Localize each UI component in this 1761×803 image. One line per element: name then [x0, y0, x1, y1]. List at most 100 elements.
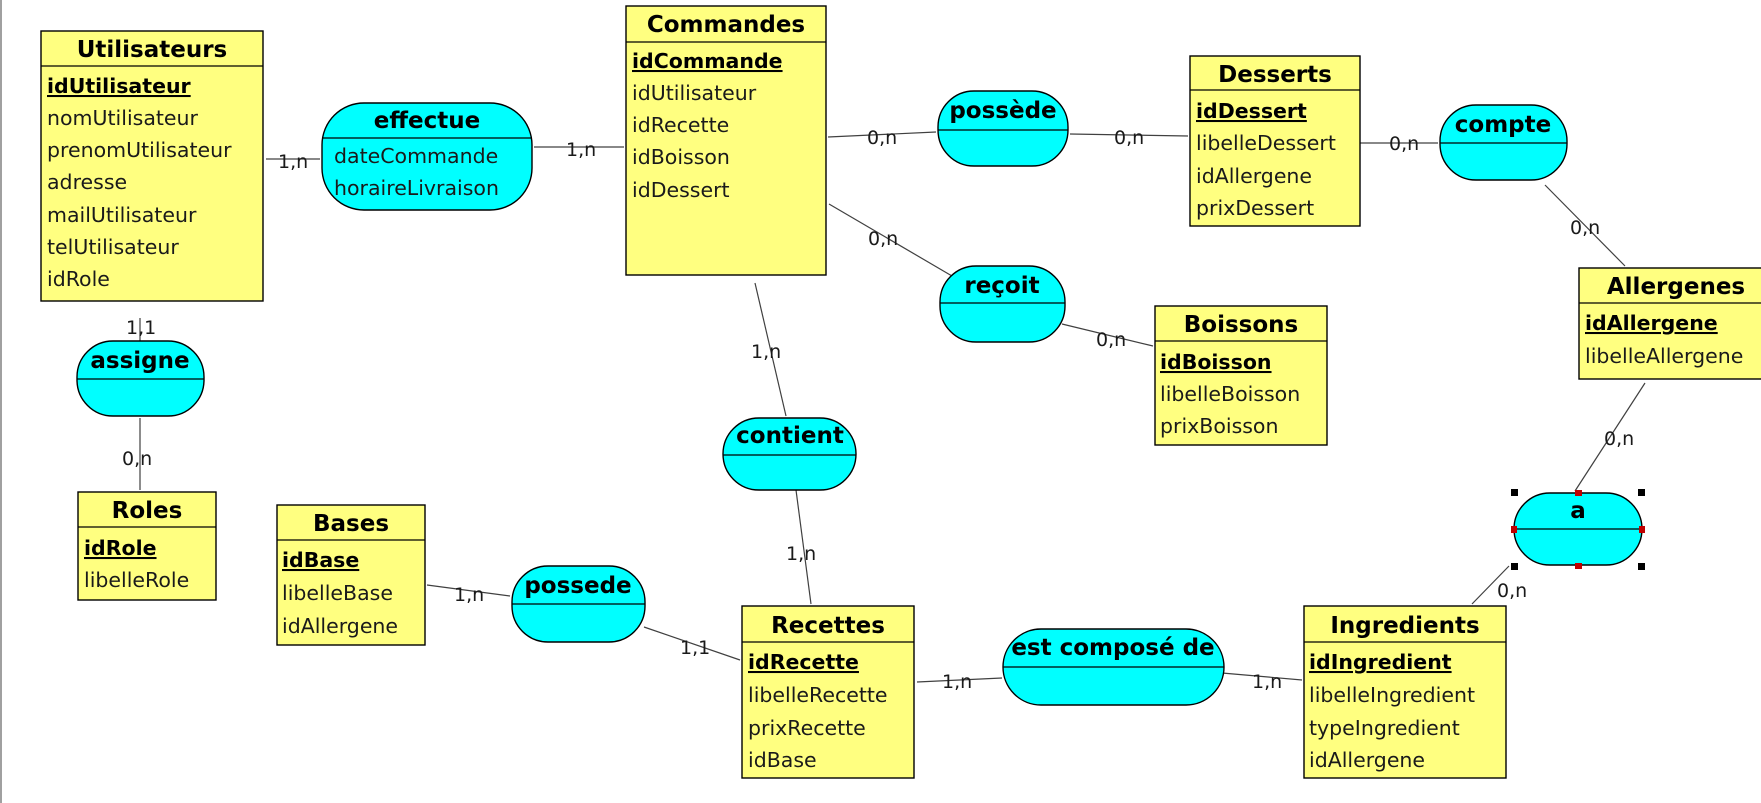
cardinality-label: 1,n	[942, 671, 972, 693]
association-contient[interactable]: contient	[722, 417, 857, 491]
entity-attribute: idBoisson	[632, 145, 730, 169]
association-recoit[interactable]: reçoit	[939, 265, 1066, 343]
entity-attribute: idAllergene	[282, 614, 398, 638]
entity-bases[interactable]: Bases idBase libelleBase idAllergene	[276, 504, 426, 646]
entity-title: Ingredients	[1330, 613, 1479, 639]
cardinality-label: 1,n	[1252, 671, 1282, 693]
entity-attribute: libelleAllergene	[1585, 344, 1743, 368]
entity-key: idUtilisateur	[47, 74, 192, 98]
link-contient-recettes	[795, 489, 812, 605]
entity-attribute: idRole	[47, 267, 110, 291]
entity-title: Commandes	[647, 12, 805, 38]
cardinality-label: 0,n	[1604, 428, 1634, 450]
cardinality-label: 0,n	[1570, 217, 1600, 239]
connection-handle[interactable]	[1575, 563, 1582, 569]
connection-handle[interactable]	[1511, 526, 1517, 533]
entity-attribute: prenomUtilisateur	[47, 138, 232, 162]
entity-attribute: prixRecette	[748, 716, 866, 740]
association-est-compose-de[interactable]: est composé de	[1002, 628, 1225, 706]
entity-attribute: prixBoisson	[1160, 414, 1278, 438]
entity-title: Allergenes	[1607, 274, 1745, 300]
cardinality-label: 1,n	[786, 543, 816, 565]
entity-title: Utilisateurs	[77, 37, 228, 63]
association-attribute: dateCommande	[334, 144, 498, 168]
entity-attribute: libelleRole	[84, 568, 189, 592]
association-title: reçoit	[964, 273, 1039, 299]
cardinality-label: 1,n	[566, 139, 596, 161]
resize-handle[interactable]	[1511, 563, 1518, 570]
association-title: compte	[1455, 112, 1551, 138]
link-commandes-contient	[754, 282, 787, 417]
entity-attribute: libelleIngredient	[1309, 683, 1475, 707]
entity-attribute: libelleBoisson	[1160, 382, 1300, 406]
entity-attribute: nomUtilisateur	[47, 106, 199, 130]
entity-attribute: typeIngredient	[1309, 716, 1460, 740]
entity-title: Roles	[112, 498, 183, 524]
entity-utilisateurs[interactable]: Utilisateurs idUtilisateur nomUtilisateu…	[40, 30, 264, 302]
entity-attribute: libelleDessert	[1196, 131, 1336, 155]
association-title: est composé de	[1011, 635, 1214, 661]
link-compose-ingredients	[1221, 672, 1303, 681]
entity-ingredients[interactable]: Ingredients idIngredient libelleIngredie…	[1303, 605, 1507, 779]
entity-boissons[interactable]: Boissons idBoisson libelleBoisson prixBo…	[1154, 305, 1328, 446]
link-commandes-recoit	[828, 203, 953, 277]
association-effectue[interactable]: effectue dateCommande horaireLivraison	[321, 102, 533, 211]
entity-desserts[interactable]: Desserts idDessert libelleDessert idAlle…	[1189, 55, 1361, 227]
association-title: possède	[949, 98, 1056, 124]
cardinality-label: 1,n	[751, 341, 781, 363]
resize-handle[interactable]	[1638, 489, 1645, 496]
entity-attribute: idAllergene	[1309, 748, 1425, 772]
entity-attribute: idDessert	[632, 178, 730, 202]
entity-key: idDessert	[1196, 99, 1307, 123]
entity-key: idIngredient	[1309, 650, 1452, 674]
cardinalities-layer: 1,n 1,n 0,n 0,n 0,n 0,n 0,n 0,n 1,1 0,n …	[122, 127, 1634, 693]
association-possede-base[interactable]: possede	[511, 565, 646, 643]
entity-attribute: idBase	[748, 748, 817, 772]
entity-roles[interactable]: Roles idRole libelleRole	[77, 491, 217, 601]
cardinality-label: 1,n	[278, 151, 308, 173]
association-a[interactable]: a	[1513, 492, 1643, 566]
link-recettes-compose	[916, 677, 1003, 683]
entity-attribute: idAllergene	[1196, 164, 1312, 188]
entity-attribute: prixDessert	[1196, 196, 1314, 220]
link-compte-allergenes	[1544, 184, 1626, 267]
cardinality-label: 0,n	[867, 127, 897, 149]
association-title: a	[1570, 498, 1586, 524]
connection-handle[interactable]	[1639, 526, 1645, 533]
entity-attribute: adresse	[47, 170, 127, 194]
association-compte[interactable]: compte	[1439, 104, 1568, 181]
resize-handle[interactable]	[1511, 489, 1518, 496]
entity-title: Boissons	[1184, 312, 1298, 338]
entity-recettes[interactable]: Recettes idRecette libelleRecette prixRe…	[741, 605, 915, 779]
links-layer	[139, 131, 1646, 683]
selection-handles[interactable]	[1511, 489, 1645, 570]
association-title: effectue	[374, 108, 480, 134]
link-possede-recettes	[643, 626, 741, 661]
cardinality-label: 0,n	[868, 228, 898, 250]
entity-key: idBase	[282, 548, 359, 572]
entity-attribute: libelleBase	[282, 581, 393, 605]
association-assigne[interactable]: assigne	[76, 340, 205, 417]
cardinality-label: 1,1	[680, 637, 710, 659]
entity-key: idAllergene	[1585, 311, 1718, 335]
cardinality-label: 0,n	[1389, 133, 1419, 155]
cardinality-label: 1,n	[454, 584, 484, 606]
canvas-left-border	[0, 0, 2, 803]
entity-commandes[interactable]: Commandes idCommande idUtilisateur idRec…	[625, 5, 827, 276]
entity-title: Bases	[313, 511, 389, 537]
cardinality-label: 0,n	[1497, 580, 1527, 602]
connection-handle[interactable]	[1575, 490, 1582, 496]
association-possede-dessert[interactable]: possède	[937, 90, 1069, 167]
association-title: possede	[524, 573, 631, 599]
entity-allergenes[interactable]: Allergenes idAllergene libelleAllergene	[1578, 267, 1761, 380]
resize-handle[interactable]	[1638, 563, 1645, 570]
entity-key: idCommande	[632, 49, 783, 73]
entity-attribute: idUtilisateur	[632, 81, 757, 105]
entity-attribute: idRecette	[632, 113, 729, 137]
association-title: assigne	[90, 348, 189, 374]
entity-key: idRole	[84, 536, 157, 560]
link-recoit-boissons	[1061, 323, 1154, 347]
cardinality-label: 0,n	[1096, 329, 1126, 351]
entity-title: Desserts	[1218, 62, 1332, 88]
